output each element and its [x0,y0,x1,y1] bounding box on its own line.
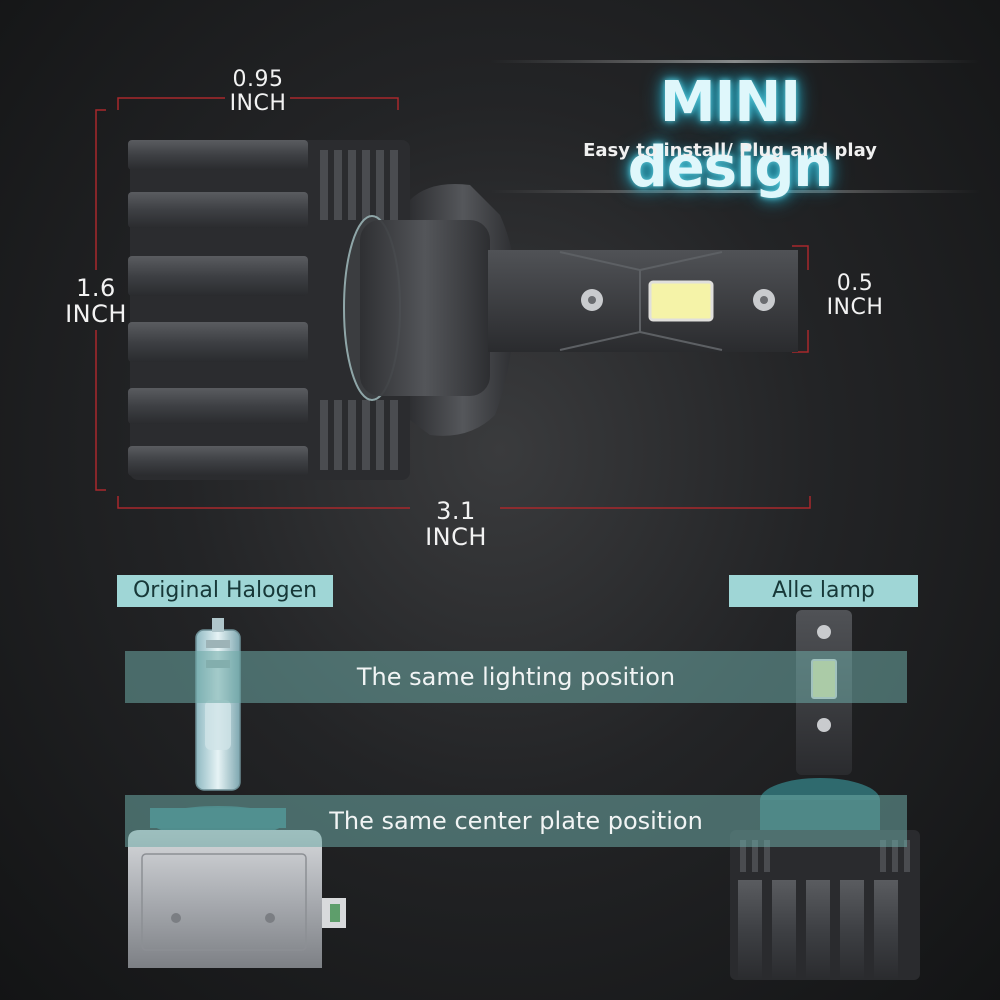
screw-icon [817,718,831,732]
led-bulb-main [128,140,798,480]
dimension-value: 3.1 [436,497,476,525]
screw-icon [817,625,831,639]
header-line-top [490,60,980,63]
dimension-unit: INCH [229,91,287,116]
heatsink-fin [128,446,308,476]
dimension-label-length: 3.1 INCH [408,498,504,550]
dimension-unit: INCH [65,300,127,328]
heatsink-fin [128,322,308,362]
dimension-label-shaft: 0.5 INCH [810,272,900,320]
dimension-value: 0.5 [836,271,874,296]
dimension-label-width: 0.95 INCH [210,68,306,116]
dimension-value: 1.6 [76,274,116,302]
dimension-unit: INCH [826,295,884,320]
page-subtitle: Easy to install/ Plug and play [583,140,877,161]
center-plate-position-band: The same center plate position [125,795,907,847]
dimension-value: 0.95 [232,67,284,92]
led-chip [648,280,714,322]
alle-lamp-tag: Alle lamp [729,575,918,607]
heatsink-fin [128,192,308,228]
dimension-label-height: 1.6 INCH [48,275,144,327]
page-title: MINI design [627,70,834,200]
heatsink-fin [128,140,308,170]
heatsink-fin [128,256,308,296]
header-line-bottom [490,190,980,193]
led-shaft [488,250,798,352]
dimension-lines [95,97,811,509]
original-halogen-tag: Original Halogen [117,575,333,607]
dimension-unit: INCH [425,523,487,551]
heatsink-fin [128,388,308,424]
lighting-position-band: The same lighting position [125,651,907,703]
